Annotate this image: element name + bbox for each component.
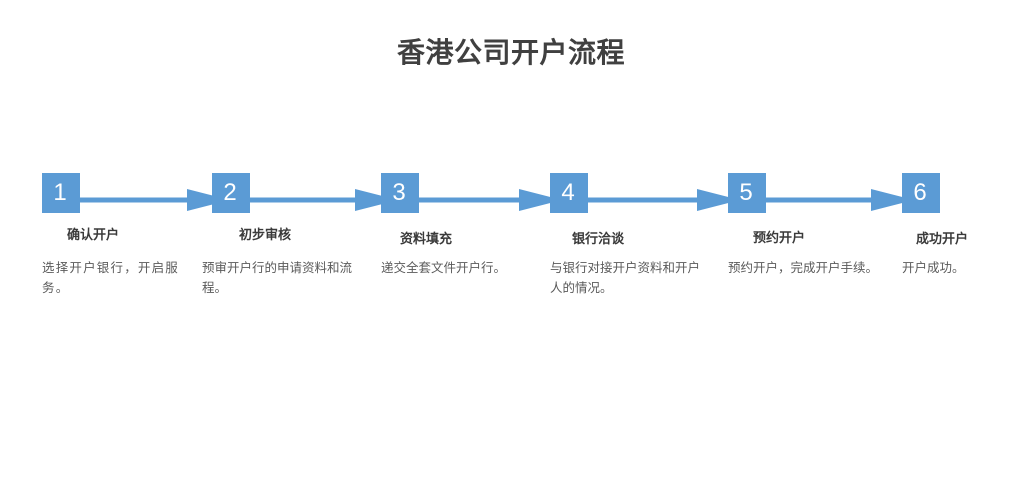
step-title-1: 确认开户 bbox=[67, 227, 120, 242]
step-title-4: 银行洽谈 bbox=[572, 231, 625, 246]
arrow-right-icon-1 bbox=[80, 189, 230, 211]
step-number-badge-2: 2 bbox=[212, 173, 250, 213]
step-description-5: 预约开户，完成开户手续。 bbox=[728, 261, 879, 275]
step-description-1: 选择开户银行，开启服务。 bbox=[42, 261, 180, 295]
step-number-badge-3: 3 bbox=[381, 173, 419, 213]
step-description-2: 预审开户行的申请资料和流程。 bbox=[202, 261, 353, 295]
step-number-badge-5: 5 bbox=[728, 173, 766, 213]
step-description-3: 递交全套文件开户行。 bbox=[381, 261, 507, 275]
step-description-4: 与银行对接开户资料和开户人的情况。 bbox=[550, 261, 701, 295]
step-title-5: 预约开户 bbox=[753, 230, 806, 245]
step-description-6: 开户成功。 bbox=[902, 261, 965, 275]
step-title-2: 初步审核 bbox=[239, 227, 292, 242]
arrow-right-icon-4 bbox=[588, 189, 740, 211]
step-title-3: 资料填充 bbox=[400, 231, 453, 246]
arrow-right-icon-2 bbox=[250, 189, 398, 211]
step-title-6: 成功开户 bbox=[916, 231, 969, 246]
step-number-badge-4: 4 bbox=[550, 173, 588, 213]
page-title: 香港公司开户流程 bbox=[396, 37, 625, 68]
step-number-badge-1: 1 bbox=[42, 173, 80, 213]
arrow-right-icon-3 bbox=[419, 189, 562, 211]
step-number-badge-6: 6 bbox=[902, 173, 940, 213]
arrow-right-icon-5 bbox=[766, 189, 914, 211]
